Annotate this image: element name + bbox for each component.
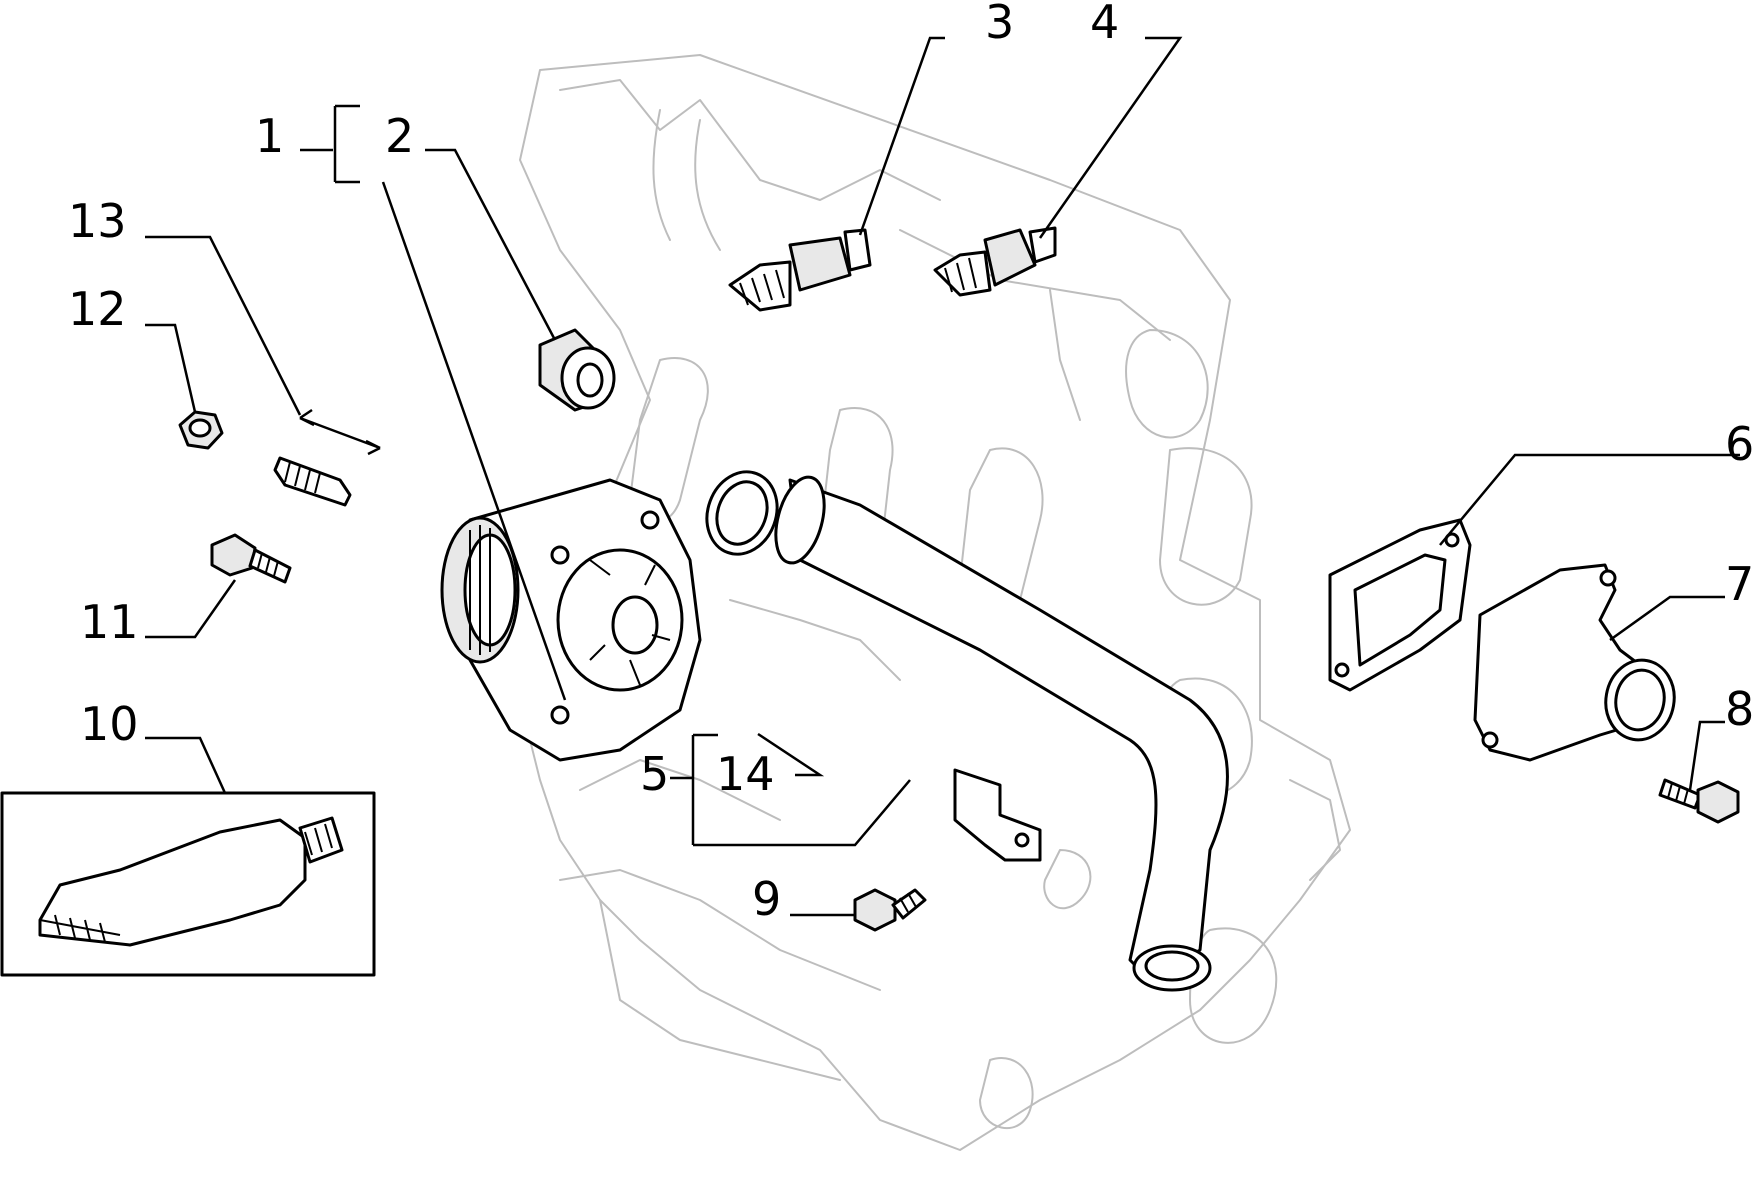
callout-2: 2 <box>385 109 414 163</box>
callout-4: 4 <box>1090 0 1119 49</box>
pipe-bolt <box>853 888 927 932</box>
gasket <box>1328 518 1472 692</box>
callout-11: 11 <box>80 595 139 649</box>
callout-5: 5 <box>640 747 669 801</box>
callout-13: 13 <box>68 194 127 248</box>
housing-bolt <box>1658 778 1740 824</box>
temperature-sender <box>728 228 872 312</box>
callout-labels: 1 2 3 4 5 6 7 8 9 10 11 12 13 14 <box>68 0 1754 926</box>
coolant-pipe <box>774 475 1229 992</box>
bolt <box>210 533 292 584</box>
callout-14: 14 <box>716 747 775 801</box>
water-pump <box>440 478 702 762</box>
stud <box>273 408 381 507</box>
callout-1: 1 <box>255 109 284 163</box>
thermostat-housing <box>1473 563 1676 762</box>
nut <box>178 410 224 450</box>
bearing-sleeve <box>538 328 616 412</box>
temperature-switch <box>933 226 1057 297</box>
callout-12: 12 <box>68 282 127 336</box>
callout-7: 7 <box>1725 557 1754 611</box>
leader-lines <box>145 36 1740 917</box>
callout-9: 9 <box>752 872 781 926</box>
sealant-tube-box <box>0 791 376 977</box>
callout-10: 10 <box>80 697 139 751</box>
callout-6: 6 <box>1725 417 1754 471</box>
callout-3: 3 <box>985 0 1014 49</box>
o-ring <box>705 470 779 556</box>
callout-8: 8 <box>1725 682 1754 736</box>
